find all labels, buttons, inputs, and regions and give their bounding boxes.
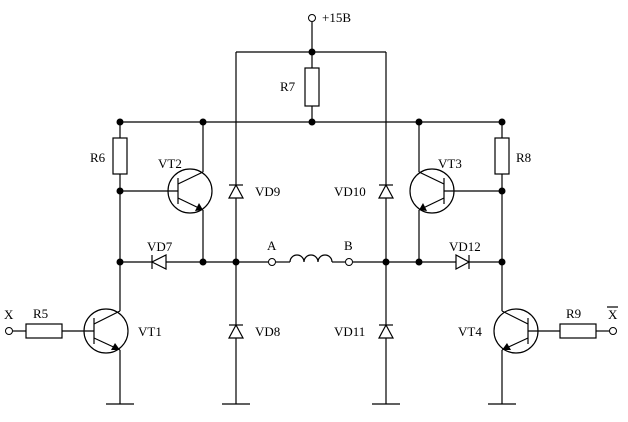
junction: [308, 118, 316, 126]
diode-vd10: [377, 183, 395, 199]
transistor-vt2: [120, 122, 213, 262]
resistor-r5: [25, 323, 63, 339]
vd10-label: VD10: [334, 184, 366, 199]
r8-label: R8: [516, 150, 531, 165]
xbar-input-label: X: [608, 307, 618, 322]
supply-label: +15B: [322, 10, 351, 25]
terminal-b-label: B: [344, 238, 353, 253]
r6-label: R6: [90, 150, 106, 165]
r9-label: R9: [566, 306, 581, 321]
junction: [415, 118, 423, 126]
vd9-label: VD9: [255, 184, 280, 199]
junction: [498, 187, 506, 195]
diode-vd8: [227, 323, 245, 339]
diode-vd7: [150, 254, 167, 270]
resistor-r9: [559, 323, 597, 339]
terminal-b: [345, 258, 353, 266]
junction: [498, 118, 506, 126]
vd11-label: VD11: [334, 324, 365, 339]
vd12-label: VD12: [449, 239, 481, 254]
vd7-label: VD7: [147, 239, 173, 254]
vt4-label: VT4: [458, 324, 482, 339]
junction: [308, 48, 316, 56]
supply-terminal: [308, 14, 316, 22]
transistor-vt3: [409, 122, 502, 262]
transistor-vt4: [493, 308, 539, 404]
vd8-label: VD8: [255, 324, 280, 339]
terminal-a-label: A: [267, 238, 277, 253]
vt3-label: VT3: [438, 156, 462, 171]
diode-vd12: [455, 253, 471, 271]
terminal-a: [268, 258, 276, 266]
xbar-input-terminal: [609, 327, 617, 335]
r5-label: R5: [33, 306, 48, 321]
vt1-label: VT1: [138, 324, 162, 339]
x-input-label: X: [4, 307, 14, 322]
diode-vd9: [227, 183, 245, 199]
junction: [199, 118, 207, 126]
x-input-terminal: [5, 327, 13, 335]
vt2-label: VT2: [158, 156, 182, 171]
inductor-coil: [289, 254, 333, 263]
transistor-vt1: [83, 308, 129, 404]
resistor-r6: [112, 137, 128, 175]
resistor-r8: [494, 137, 510, 175]
r7-label: R7: [280, 79, 296, 94]
junction: [199, 258, 207, 266]
junction: [415, 258, 423, 266]
resistor-r7: [304, 67, 320, 107]
junction: [116, 118, 124, 126]
diode-vd11: [377, 323, 395, 339]
junction: [498, 258, 506, 266]
